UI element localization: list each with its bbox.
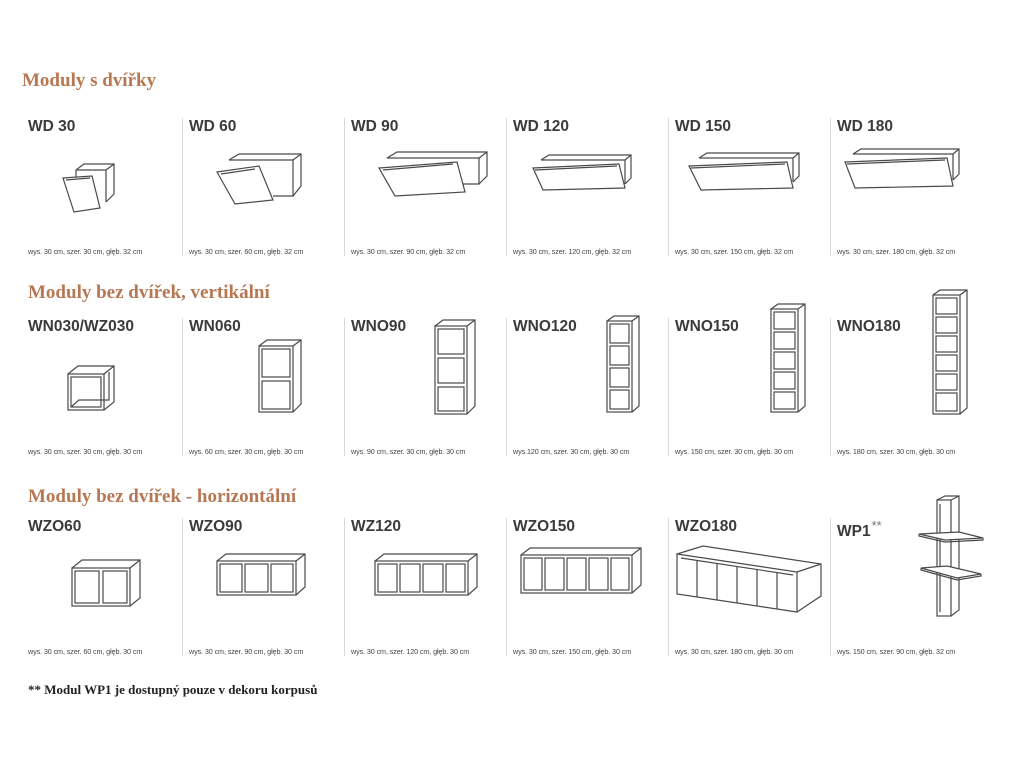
door-cabinet-icon: [529, 154, 633, 194]
module-code: WZO180: [675, 518, 738, 535]
module-dims: wys. 30 cm, szer. 150 cm, głęb. 30 cm: [513, 647, 632, 656]
section-title-horizontal: Moduly bez dvířek - horizontální: [28, 486, 297, 507]
module-dims: wys. 30 cm, szer. 180 cm, głęb. 30 cm: [675, 647, 794, 656]
horizontal-shelf-icon: [373, 552, 479, 598]
module-wd120: WD 120 wys. 30 cm, szer. 120 cm, głęb. 3…: [506, 118, 667, 256]
module-code: WZO150: [513, 518, 576, 535]
module-code: WD 120: [513, 118, 569, 135]
module-dims: wys. 30 cm, szer. 150 cm, głęb. 32 cm: [675, 247, 794, 256]
module-wp1: WP1** wys. 150 cm, szer. 90 cm, głęb. 32…: [830, 495, 991, 656]
module-wd150: WD 150 wys. 30 cm, szer. 150 cm, głęb. 3…: [668, 118, 829, 256]
footnote: ** Modul WP1 je dostupný pouze v dekoru …: [28, 682, 318, 697]
module-dims: wys. 150 cm, szer. 30 cm, głęb. 30 cm: [675, 447, 794, 456]
module-dims: wys. 30 cm, szer. 180 cm, głęb. 32 cm: [837, 247, 956, 256]
door-cabinet-icon: [377, 150, 489, 198]
module-wd60: WD 60 wys. 30 cm, szer. 60 cm, głęb. 32 …: [182, 118, 343, 256]
module-dims: wys. 30 cm, szer. 120 cm, głęb. 30 cm: [351, 647, 470, 656]
module-code: WD 90: [351, 118, 399, 135]
module-code: WN030/WZ030: [28, 318, 134, 335]
module-wn030: WN030/WZ030 wys. 30 cm, szer. 30 cm, głę…: [22, 318, 182, 456]
module-code: WZO60: [28, 518, 82, 535]
module-wno120: WNO120 wys.120 cm, szer. 30 cm, głęb. 30…: [506, 315, 667, 456]
module-wd30: WD 30 wys. 30 cm, szer. 30 cm, głęb. 32 …: [22, 118, 182, 256]
module-dims: wys. 30 cm, szer. 120 cm, głęb. 32 cm: [513, 247, 632, 256]
footnote-mark: **: [871, 518, 882, 533]
module-dims: wys. 30 cm, szer. 90 cm, głęb. 30 cm: [189, 647, 304, 656]
module-wno90: WNO90 wys. 90 cm, szer. 30 cm, głęb. 30 …: [344, 318, 505, 456]
module-code: WZ120: [351, 518, 401, 535]
module-dims: wys. 30 cm, szer. 30 cm, głęb. 30 cm: [28, 447, 143, 456]
door-cabinet-icon: [843, 148, 961, 192]
horizontal-shelf-icon: [519, 546, 643, 596]
module-wzo90: WZO90 wys. 30 cm, szer. 90 cm, głęb. 30 …: [182, 518, 343, 656]
module-dims: wys. 150 cm, szer. 90 cm, głęb. 32 cm: [837, 647, 956, 656]
section-title-vertical: Moduly bez dvířek, vertikální: [28, 282, 270, 303]
vertical-shelf-icon: [433, 318, 477, 416]
module-wno180: WNO180 wys. 180 cm, szer. 30 cm, głęb. 3…: [830, 289, 991, 456]
module-dims: wys. 90 cm, szer. 30 cm, głęb. 30 cm: [351, 447, 466, 456]
open-box-icon: [66, 364, 116, 416]
module-code: WNO180: [837, 318, 901, 335]
module-dims: wys. 30 cm, szer. 60 cm, głęb. 32 cm: [189, 247, 304, 256]
module-wd90: WD 90 wys. 30 cm, szer. 90 cm, głęb. 32 …: [344, 118, 505, 256]
module-wno150: WNO150 wys. 150 cm, szer. 30 cm, głęb. 3…: [668, 303, 829, 456]
module-wzo150: WZO150 wys. 30 cm, szer. 150 cm, głęb. 3…: [506, 518, 667, 656]
module-dims: wys. 60 cm, szer. 30 cm, głęb. 30 cm: [189, 447, 304, 456]
vertical-shelf-icon: [769, 302, 807, 414]
module-code: WNO150: [675, 318, 739, 335]
module-code: WD 60: [189, 118, 237, 135]
module-dims: wys. 180 cm, szer. 30 cm, głęb. 30 cm: [837, 447, 956, 456]
vertical-shelf-icon: [605, 314, 641, 414]
module-wzo180: WZO180 wys. 30 cm, szer. 180 cm, głęb. 3…: [668, 518, 829, 656]
vertical-shelf-icon: [257, 338, 303, 414]
module-code-text: WP1: [837, 523, 871, 540]
module-wn060: WN060 wys. 60 cm, szer. 30 cm, głęb. 30 …: [182, 318, 343, 456]
wall-panel-shelf-icon: [917, 494, 987, 620]
module-code: WNO120: [513, 318, 577, 335]
module-code: WP1**: [837, 518, 882, 541]
module-code: WN060: [189, 318, 241, 335]
horizontal-shelf-icon: [675, 544, 823, 616]
horizontal-shelf-icon: [215, 552, 307, 598]
module-code: WZO90: [189, 518, 243, 535]
module-dims: wys. 30 cm, szer. 60 cm, głęb. 30 cm: [28, 647, 143, 656]
module-dims: wys. 30 cm, szer. 30 cm, głęb. 32 cm: [28, 247, 143, 256]
module-dims: wys. 30 cm, szer. 90 cm, głęb. 32 cm: [351, 247, 466, 256]
door-cabinet-icon: [215, 152, 305, 208]
vertical-shelf-icon: [931, 288, 969, 416]
module-code: WNO90: [351, 318, 407, 335]
section-title-doors: Moduly s dvířky: [22, 70, 157, 91]
module-dims: wys.120 cm, szer. 30 cm, głęb. 30 cm: [513, 447, 630, 456]
module-code: WD 150: [675, 118, 731, 135]
door-cabinet-icon: [687, 152, 801, 194]
horizontal-shelf-icon: [70, 558, 142, 610]
module-wz120: WZ120 wys. 30 cm, szer. 120 cm, głęb. 30…: [344, 518, 505, 656]
module-wd180: WD 180 wys. 30 cm, szer. 180 cm, głęb. 3…: [830, 118, 991, 256]
module-code: WD 30: [28, 118, 76, 135]
door-cabinet-icon: [60, 162, 120, 218]
module-wzo60: WZO60 wys. 30 cm, szer. 60 cm, głęb. 30 …: [22, 518, 182, 656]
module-code: WD 180: [837, 118, 893, 135]
